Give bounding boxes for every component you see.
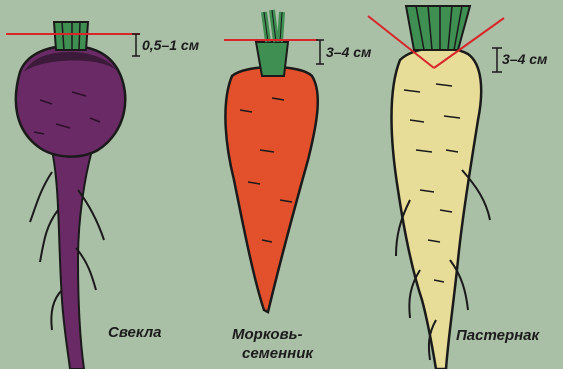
beet-caption: Свекла	[108, 324, 162, 341]
carrot-caption-line2: семенник	[242, 345, 313, 362]
beet-cut-measurement: 0,5–1 см	[142, 37, 199, 54]
carrot-cut-measurement: 3–4 см	[326, 44, 371, 61]
parsnip-caption: Пастернак	[456, 327, 539, 344]
carrot-caption-line1: Морковь-	[232, 326, 303, 343]
parsnip-cut-measurement: 3–4 см	[502, 51, 547, 68]
